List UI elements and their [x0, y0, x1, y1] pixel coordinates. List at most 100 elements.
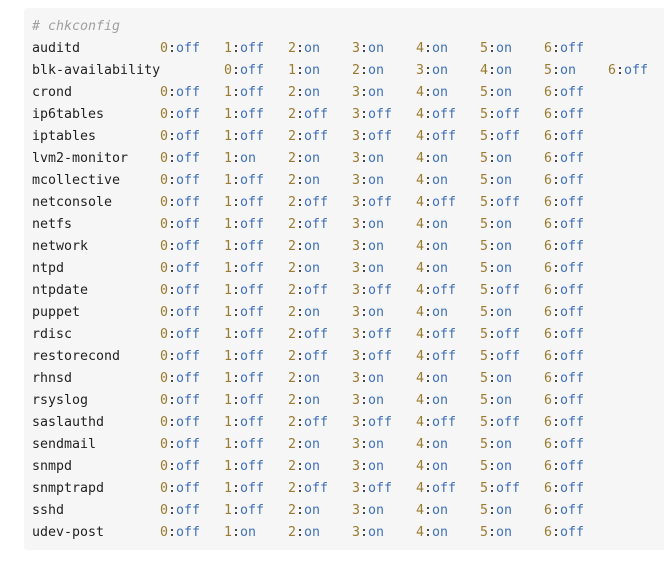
- runlevel-number: 2: [288, 415, 297, 430]
- runlevel-number: 2: [288, 129, 297, 144]
- runlevel-number: 6: [544, 393, 553, 408]
- runlevel-6: 6:off: [544, 302, 584, 324]
- separator: :: [552, 503, 561, 518]
- runlevel-state: off: [176, 239, 201, 254]
- runlevel-state: on: [432, 239, 449, 254]
- separator: :: [168, 107, 177, 122]
- separator: :: [296, 459, 305, 474]
- separator: :: [424, 481, 433, 496]
- separator: :: [552, 283, 561, 298]
- runlevel-5: 5:on: [480, 456, 512, 478]
- separator: :: [424, 151, 433, 166]
- runlevel-state: on: [496, 85, 513, 100]
- runlevel-number: 4: [416, 195, 425, 210]
- runlevel-1: 1:off: [224, 346, 264, 368]
- separator: :: [552, 173, 561, 188]
- runlevel-number: 5: [480, 85, 489, 100]
- service-name: ip6tables: [32, 107, 105, 122]
- separator: :: [168, 261, 177, 276]
- separator: :: [296, 217, 305, 232]
- runlevel-state: off: [496, 349, 521, 364]
- runlevel-0: 0:off: [160, 346, 200, 368]
- runlevel-state: on: [368, 63, 385, 78]
- runlevel-state: off: [368, 481, 393, 496]
- runlevel-number: 4: [416, 151, 425, 166]
- runlevel-number: 3: [352, 459, 361, 474]
- separator: :: [168, 349, 177, 364]
- runlevel-state: off: [304, 283, 329, 298]
- runlevel-number: 1: [224, 459, 233, 474]
- runlevel-3: 3:off: [352, 412, 392, 434]
- runlevel-number: 2: [288, 371, 297, 386]
- runlevel-state: on: [432, 217, 449, 232]
- runlevel-number: 5: [480, 503, 489, 518]
- runlevel-5: 5:on: [480, 522, 512, 544]
- separator: :: [296, 107, 305, 122]
- runlevel-state: off: [240, 195, 265, 210]
- separator: :: [552, 217, 561, 232]
- runlevel-2: 2:on: [288, 434, 320, 456]
- runlevel-number: 2: [288, 283, 297, 298]
- runlevel-state: off: [176, 503, 201, 518]
- runlevel-6: 6:off: [544, 522, 584, 544]
- runlevel-number: 6: [544, 217, 553, 232]
- runlevel-number: 5: [480, 437, 489, 452]
- runlevel-5: 5:on: [544, 60, 576, 82]
- runlevel-number: 5: [544, 63, 553, 78]
- runlevel-5: 5:off: [480, 126, 520, 148]
- runlevel-number: 1: [224, 151, 233, 166]
- runlevel-3: 3:on: [352, 38, 384, 60]
- service-name: netconsole: [32, 195, 113, 210]
- separator: :: [360, 85, 369, 100]
- service-name: rhnsd: [32, 371, 73, 386]
- runlevel-0: 0:off: [160, 500, 200, 522]
- runlevel-state: off: [240, 305, 265, 320]
- runlevel-2: 2:off: [288, 478, 328, 500]
- separator: :: [424, 503, 433, 518]
- runlevel-number: 6: [544, 371, 553, 386]
- runlevel-number: 4: [416, 41, 425, 56]
- runlevel-state: off: [176, 283, 201, 298]
- runlevel-state: off: [240, 459, 265, 474]
- runlevel-5: 5:off: [480, 104, 520, 126]
- runlevel-1: 1:off: [224, 412, 264, 434]
- service-name: crond: [32, 85, 73, 100]
- runlevel-3: 3:on: [352, 456, 384, 478]
- runlevel-state: on: [240, 151, 257, 166]
- runlevel-state: on: [496, 173, 513, 188]
- runlevel-state: off: [240, 327, 265, 342]
- runlevel-4: 4:off: [416, 192, 456, 214]
- runlevel-state: off: [560, 459, 585, 474]
- runlevel-state: off: [176, 305, 201, 320]
- runlevel-state: on: [432, 41, 449, 56]
- runlevel-0: 0:off: [160, 192, 200, 214]
- runlevel-state: off: [560, 503, 585, 518]
- runlevel-3: 3:on: [352, 214, 384, 236]
- runlevel-number: 5: [480, 129, 489, 144]
- runlevel-number: 0: [160, 107, 169, 122]
- runlevel-4: 4:on: [416, 456, 448, 478]
- runlevel-state: off: [560, 283, 585, 298]
- runlevel-state: on: [560, 63, 577, 78]
- runlevel-5: 5:off: [480, 192, 520, 214]
- runlevel-number: 5: [480, 327, 489, 342]
- separator: :: [232, 173, 241, 188]
- runlevel-number: 6: [544, 283, 553, 298]
- separator: :: [296, 503, 305, 518]
- runlevel-number: 2: [288, 261, 297, 276]
- runlevel-number: 6: [544, 459, 553, 474]
- runlevel-4: 4:off: [416, 324, 456, 346]
- service-name: ntpd: [32, 261, 65, 276]
- runlevel-4: 4:on: [480, 60, 512, 82]
- separator: :: [424, 525, 433, 540]
- separator: :: [552, 41, 561, 56]
- runlevel-state: off: [560, 239, 585, 254]
- separator: :: [488, 261, 497, 276]
- runlevel-6: 6:off: [544, 368, 584, 390]
- runlevel-4: 4:on: [416, 302, 448, 324]
- runlevel-6: 6:off: [544, 170, 584, 192]
- separator: :: [232, 371, 241, 386]
- separator: :: [360, 525, 369, 540]
- runlevel-4: 4:on: [416, 170, 448, 192]
- separator: :: [232, 283, 241, 298]
